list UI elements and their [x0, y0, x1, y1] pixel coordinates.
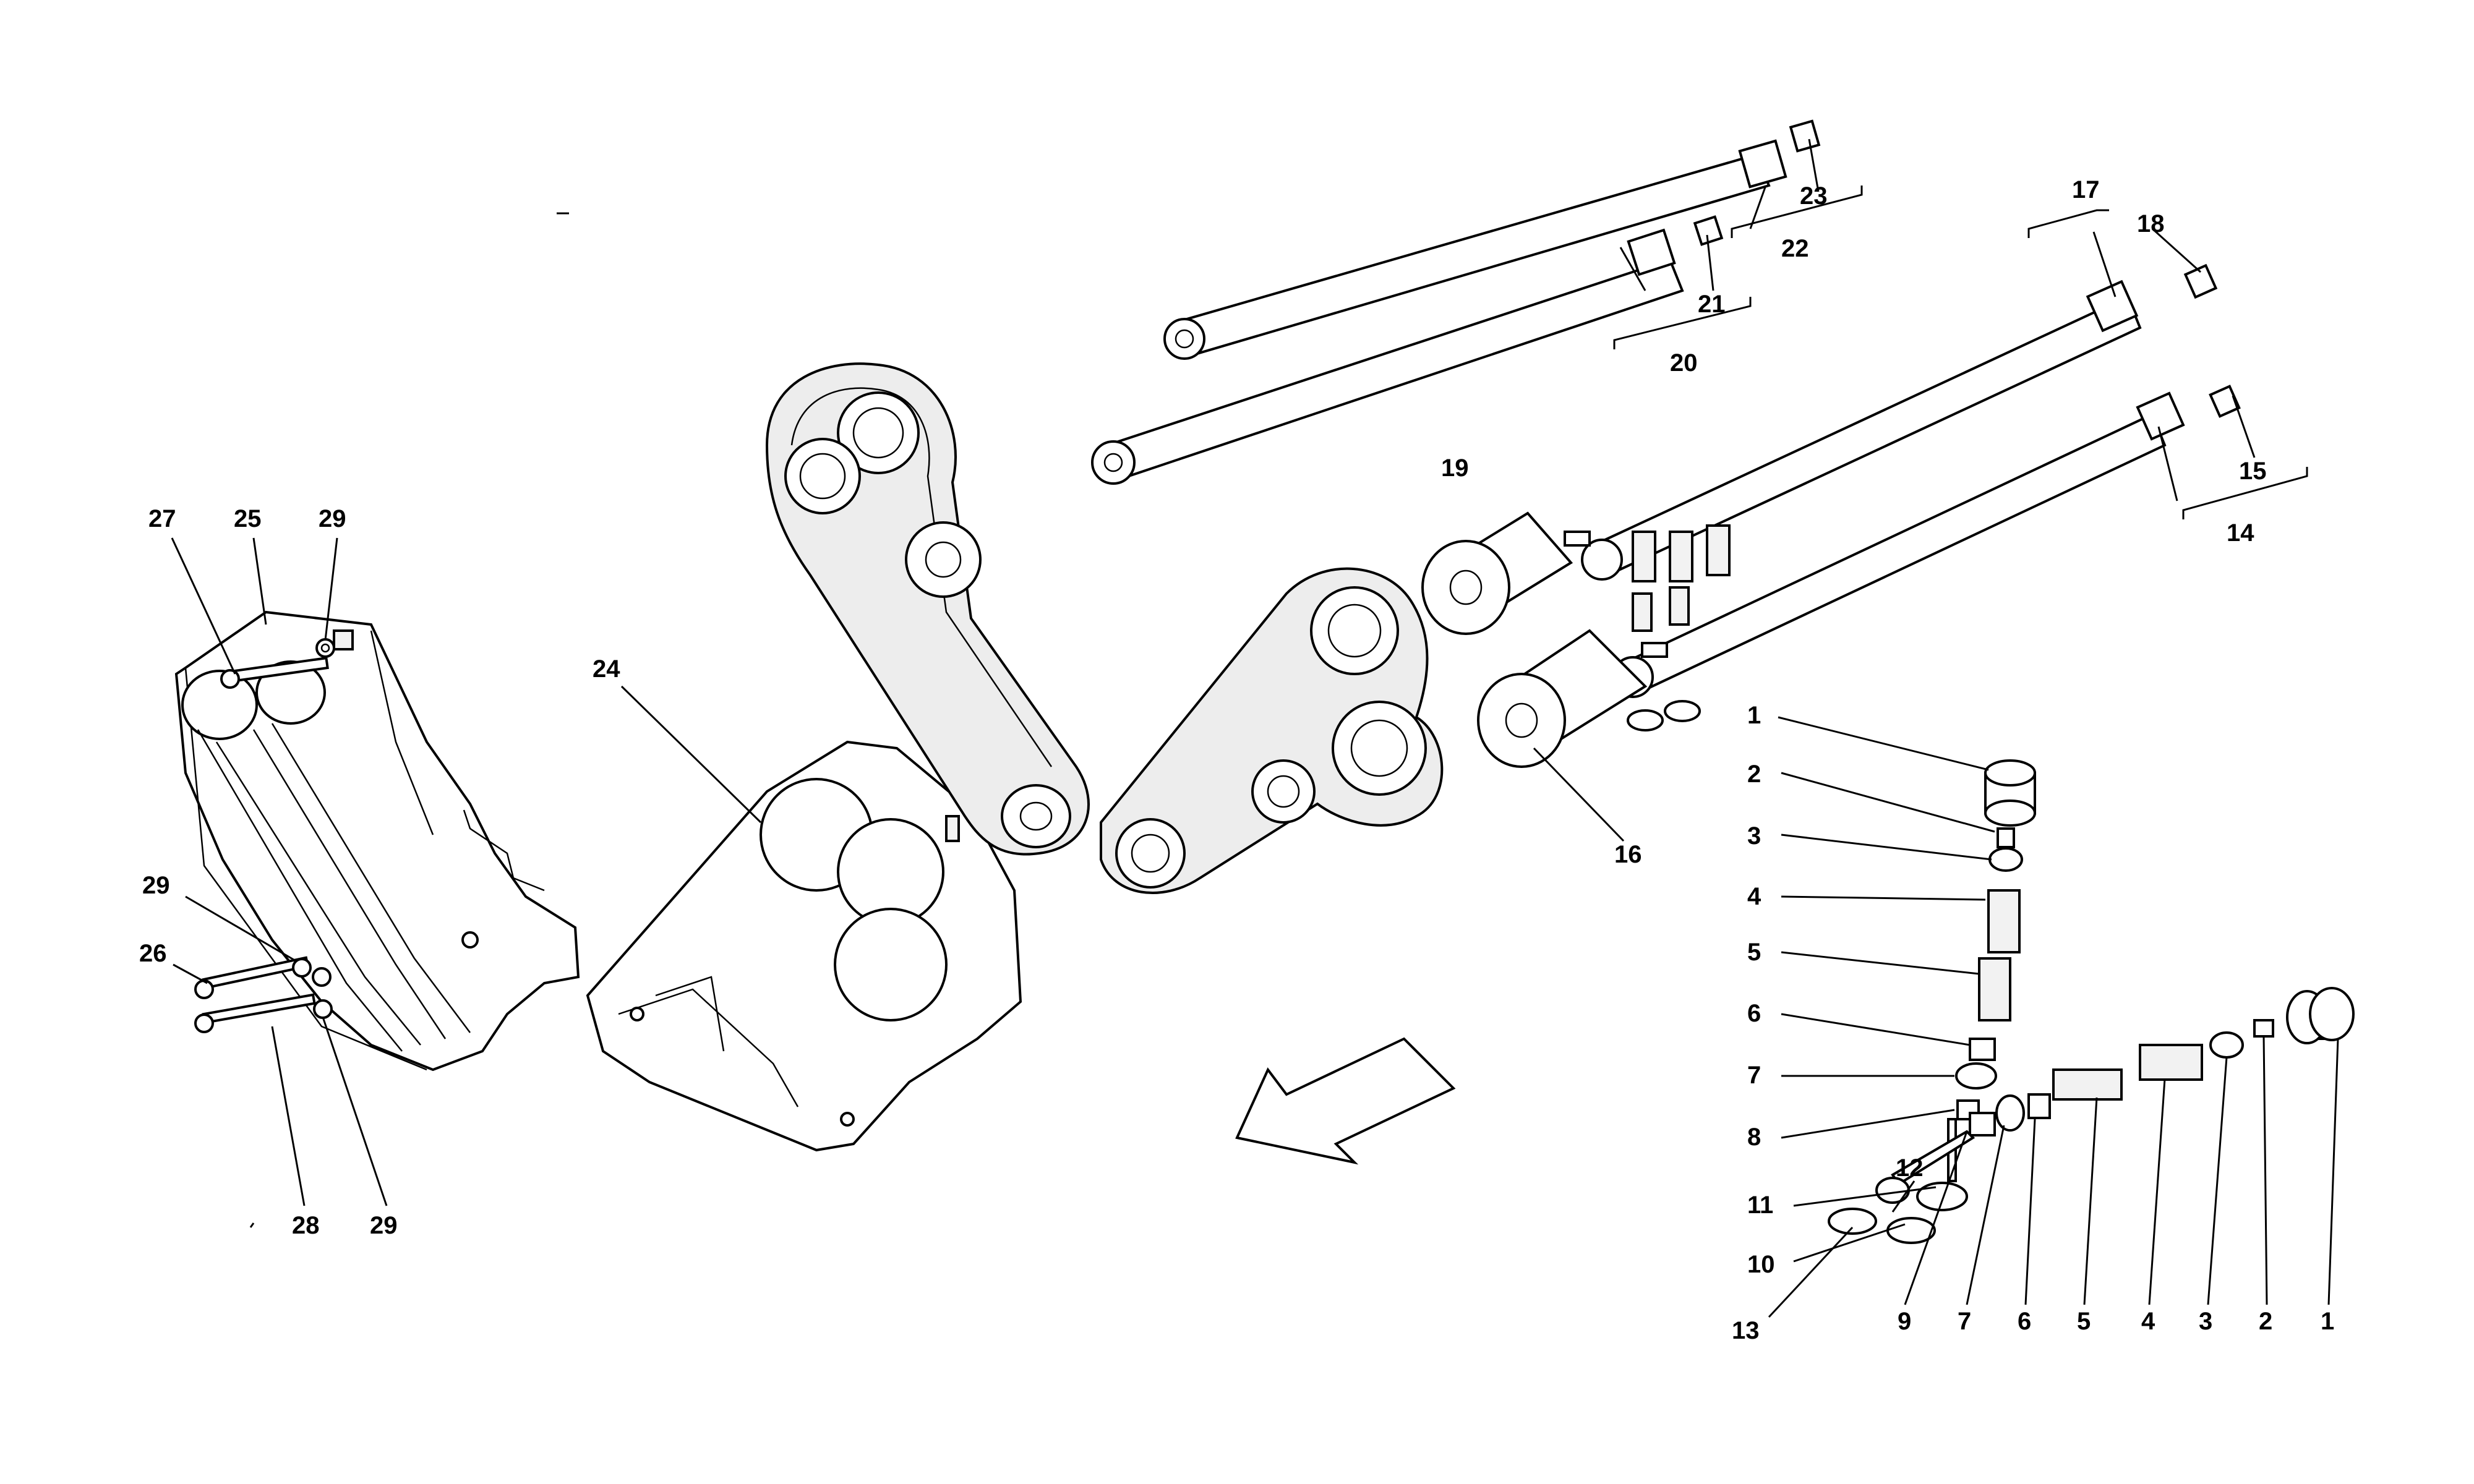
- callout-25: 25: [234, 505, 262, 532]
- camshaft-17: [1581, 263, 2218, 581]
- bolt-27: [220, 656, 329, 689]
- callout-19: 19: [1441, 454, 1469, 482]
- callout-21: 21: [1698, 291, 1726, 318]
- callout-16: 16: [1614, 841, 1642, 868]
- callout-labels: 27 25 29 24 29 26 28 29 23 22 21 20 17 1…: [139, 176, 2334, 1344]
- camshaft-20: [1091, 215, 1724, 485]
- bolt-28: [194, 993, 316, 1033]
- callout-24: 24: [593, 655, 620, 683]
- callout-13: 13: [1732, 1317, 1760, 1344]
- callout-12: 12: [1896, 1154, 1924, 1182]
- callout-4-vertical: 4: [1747, 883, 1761, 910]
- callout-11: 11: [1747, 1192, 1773, 1219]
- bolt-26: [194, 956, 310, 999]
- callout-1-vertical: 1: [1747, 702, 1761, 729]
- callout-10: 10: [1747, 1251, 1775, 1278]
- callout-6-horizontal: 6: [2018, 1308, 2031, 1335]
- valve-train-horizontal: [1828, 987, 2355, 1235]
- callout-4-horizontal: 4: [2141, 1308, 2155, 1335]
- callout-3-horizontal: 3: [2199, 1308, 2212, 1335]
- timing-belt-cover-outer: [174, 610, 580, 1072]
- callout-8: 8: [1747, 1124, 1761, 1151]
- timing-belt-cover-inner-24: [586, 740, 1022, 1152]
- direction-arrow-icon: [1235, 1037, 1456, 1165]
- callout-23: 23: [1800, 182, 1828, 210]
- callout-15: 15: [2239, 458, 2267, 485]
- callout-5-horizontal: 5: [2077, 1308, 2091, 1335]
- washer-29-top: [315, 638, 335, 658]
- callout-29-bottom: 29: [370, 1212, 398, 1239]
- valve-springs-cluster: [1627, 524, 1731, 731]
- timing-belt-upper: [765, 362, 1090, 856]
- stray-mark-bottom: [249, 1222, 255, 1228]
- callout-20: 20: [1670, 349, 1698, 377]
- leader-lines: [171, 139, 2339, 1318]
- camshaft-22: [1163, 119, 1821, 360]
- callout-5-vertical: 5: [1747, 939, 1761, 966]
- callout-27: 27: [148, 505, 176, 532]
- callout-29-left: 29: [142, 872, 170, 899]
- callout-9: 9: [1898, 1308, 1911, 1335]
- cam-variator-16: [1477, 629, 1668, 768]
- callout-7-horizontal: 7: [1958, 1308, 1971, 1335]
- callout-6-vertical: 6: [1747, 1000, 1761, 1027]
- callout-2-horizontal: 2: [2259, 1308, 2272, 1335]
- callout-3-vertical: 3: [1747, 822, 1761, 850]
- callout-14: 14: [2227, 519, 2254, 547]
- brackets: [1613, 186, 2308, 519]
- callout-2-vertical: 2: [1747, 761, 1761, 788]
- callout-7-vertical: 7: [1747, 1062, 1761, 1089]
- callout-1-horizontal: 1: [2321, 1308, 2334, 1335]
- callout-22: 22: [1781, 235, 1809, 262]
- callout-26: 26: [139, 940, 167, 967]
- callout-28: 28: [292, 1212, 320, 1239]
- callout-18: 18: [2137, 210, 2165, 237]
- callout-29-top: 29: [319, 505, 346, 532]
- callout-17: 17: [2072, 176, 2100, 203]
- timing-belt-lower: [1100, 567, 1444, 894]
- cam-variator-19: [1421, 511, 1591, 635]
